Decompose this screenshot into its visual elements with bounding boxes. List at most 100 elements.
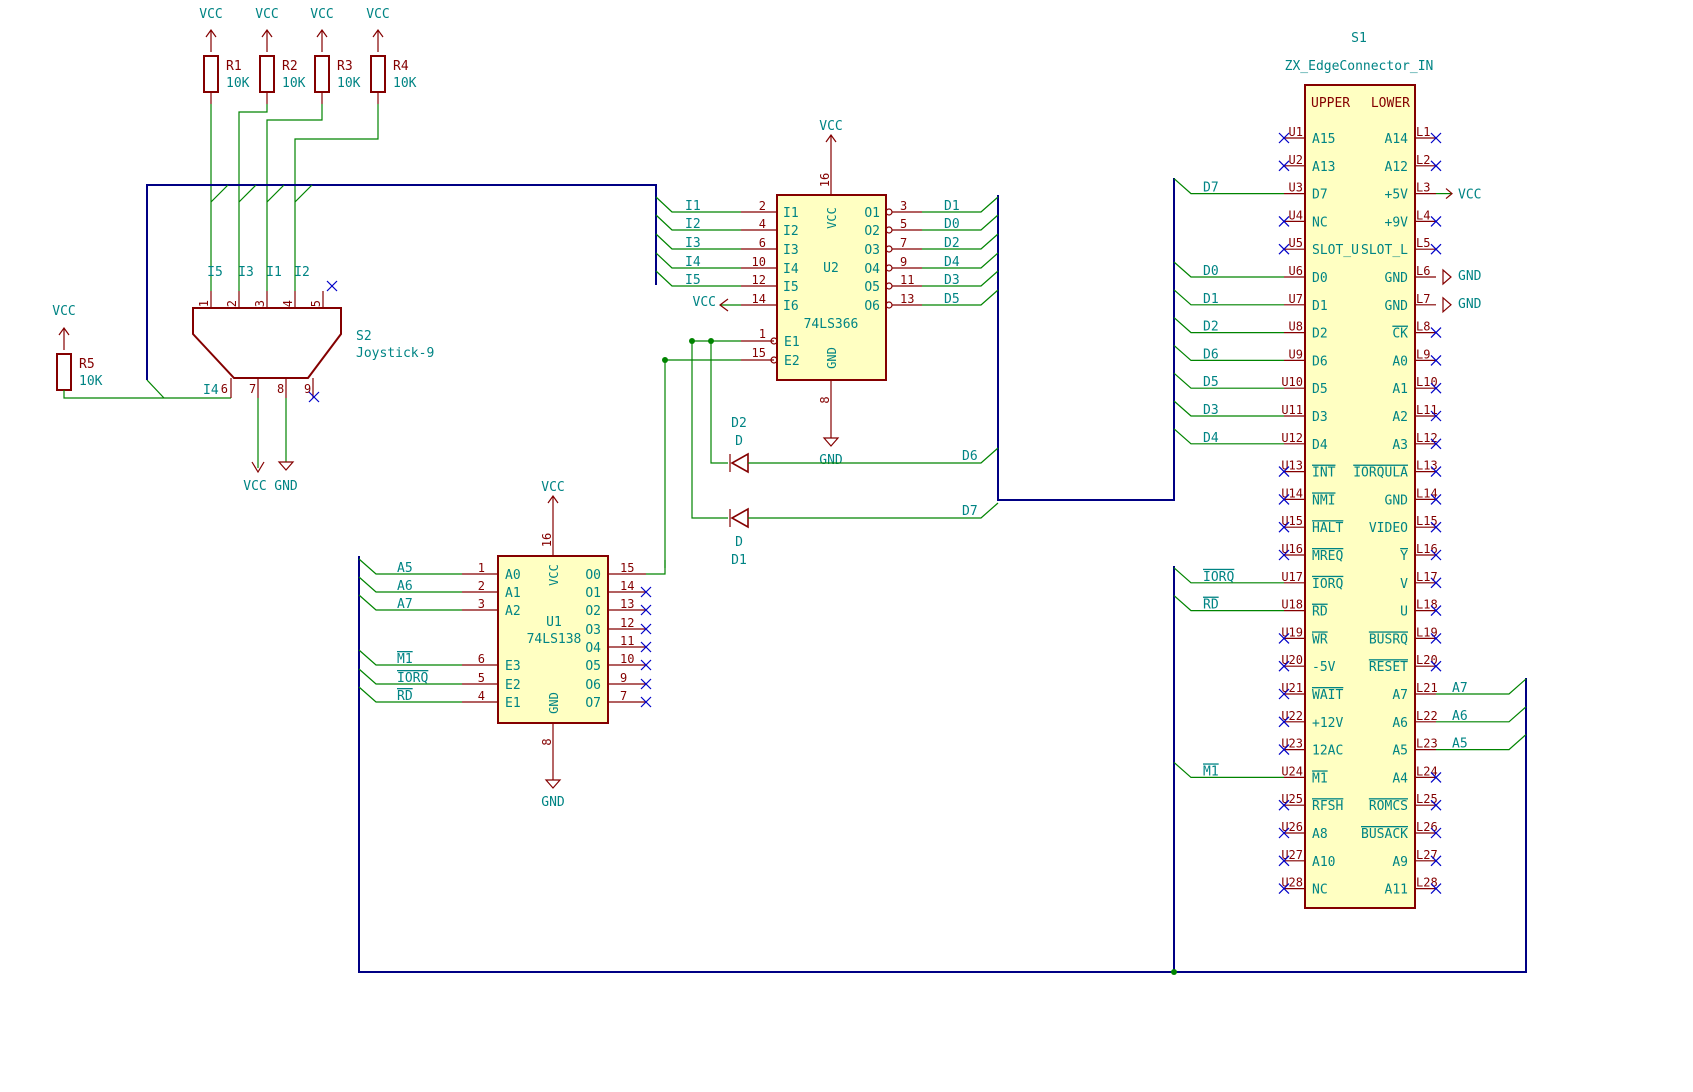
no-connect-marker: [640, 659, 652, 671]
s1-pin-name: A3: [1392, 438, 1408, 453]
gnd-symbol: [544, 779, 562, 789]
s1-pin-number: U2: [1289, 153, 1303, 167]
vcc-label: VCC: [310, 7, 333, 22]
u1-input-wire: [358, 649, 462, 666]
s1-pin-name: A6: [1392, 716, 1408, 731]
u2-pin-number: 5: [900, 217, 907, 231]
s1-pin-name: BUSRQ: [1369, 632, 1408, 647]
s1-pin-name: A13: [1312, 160, 1335, 175]
s1-pin-name: Y: [1400, 549, 1408, 564]
s1-pin-name: +9V: [1385, 215, 1409, 230]
s1-pin-name: ROMCS: [1369, 799, 1408, 814]
s1-pin-number: U11: [1281, 403, 1303, 417]
u2-pin-number: 12: [752, 273, 766, 287]
s1-lower-wire: [1436, 734, 1527, 751]
resistor-ref: R2: [282, 59, 298, 74]
s1-pin-number: L3: [1416, 181, 1430, 195]
s1-pin-name: RFSH: [1312, 799, 1343, 814]
s1-pin-name: VIDEO: [1369, 521, 1408, 536]
no-connect-marker: [1430, 605, 1442, 617]
s1-pin-number: L14: [1416, 486, 1438, 500]
s1-lower-wire: [1436, 706, 1527, 723]
u1-pin-number: 15: [620, 561, 634, 575]
u1-pin-number: 12: [620, 616, 634, 630]
no-connect-marker: [1430, 243, 1442, 255]
s1-pin-name: A0: [1392, 354, 1408, 369]
no-connect-marker: [1278, 799, 1290, 811]
no-connect-marker: [1278, 521, 1290, 533]
u1-pin-name: O7: [585, 696, 601, 711]
net-label: D1: [1203, 292, 1219, 307]
s1-pin-name: A10: [1312, 855, 1335, 870]
s1-pin-name: D3: [1312, 410, 1328, 425]
net-label: RD: [397, 689, 413, 704]
net-label: D5: [944, 292, 960, 307]
junction-dot: [1171, 969, 1177, 975]
u2-pin-number: 6: [759, 236, 766, 250]
no-connect-marker: [1430, 466, 1442, 478]
net-label: I2: [294, 265, 310, 280]
joystick-pin-number: 3: [253, 300, 267, 307]
joystick-value: Joystick-9: [356, 346, 434, 361]
no-connect-marker: [640, 696, 652, 708]
u2-pin-name: I5: [783, 280, 799, 295]
u2-output-wire: [922, 214, 999, 231]
u1-pin-name: O4: [585, 641, 601, 656]
s1-pin-number: U8: [1289, 320, 1303, 334]
no-connect-marker: [1430, 215, 1442, 227]
no-connect-marker: [1430, 577, 1442, 589]
net-label: I5: [685, 273, 701, 288]
u1-pin-number: 8: [540, 738, 554, 745]
s1-upper-wire: [1173, 344, 1284, 361]
no-connect-marker: [1430, 354, 1442, 366]
no-connect-marker: [1430, 660, 1442, 672]
resistor-value: 10K: [282, 76, 306, 91]
s1-pin-name: D7: [1312, 188, 1328, 203]
diode-body: [730, 507, 749, 529]
bus-entry: [266, 184, 285, 203]
s1-pin-number: U5: [1289, 236, 1303, 250]
u1-input-wire: [358, 594, 462, 611]
s1-pin-name: A1: [1392, 382, 1408, 397]
s1-pin-number: L17: [1416, 570, 1438, 584]
u2-gnd-pin-name: GND: [825, 347, 839, 369]
net-label: D6: [962, 449, 978, 464]
u2-pin-name: O4: [864, 262, 880, 277]
inverter-bubble: [770, 356, 778, 364]
net-label: D3: [1203, 403, 1219, 418]
u1-pin-number: 2: [478, 579, 485, 593]
u2-pin-name: I3: [783, 243, 799, 258]
no-connect-marker: [640, 586, 652, 598]
net-label: D1: [944, 199, 960, 214]
s1-pin-name: D2: [1312, 327, 1328, 342]
u2-input-wire: [655, 233, 741, 250]
s1-pin-name: A8: [1312, 827, 1328, 842]
s1-pin-number: U10: [1281, 375, 1303, 389]
u2-output-wire: [922, 252, 999, 269]
u2-pin-number: 4: [759, 217, 766, 231]
u2-pin-name: I2: [783, 224, 799, 239]
s1-pin-number: L4: [1416, 208, 1430, 222]
s1-pin-number: L19: [1416, 625, 1438, 639]
s1-pin-name: CK: [1392, 327, 1408, 342]
s1-pin-name: D0: [1312, 271, 1328, 286]
net-label: I3: [685, 236, 701, 251]
no-connect-marker: [1430, 883, 1442, 895]
u2-pin-number: 1: [759, 327, 766, 341]
net-label: D4: [944, 255, 960, 270]
u1-ref: U1: [546, 615, 562, 630]
net-label: I4: [203, 383, 219, 398]
no-connect-marker: [1278, 716, 1290, 728]
s1-pin-name: GND: [1385, 271, 1409, 286]
u2-vcc-pin-name: VCC: [825, 207, 839, 229]
no-connect-marker: [1430, 632, 1442, 644]
u2-input-wire: [655, 252, 741, 269]
bus-entry: [238, 184, 257, 203]
u1-pin-name: E2: [505, 678, 521, 693]
no-connect-marker: [640, 678, 652, 690]
s1-upper-wire: [1173, 428, 1284, 445]
s1-upper-wire: [1173, 289, 1284, 306]
net-label: A5: [1452, 737, 1468, 752]
u1-pin-number: 4: [478, 689, 485, 703]
gnd-label: GND: [819, 453, 843, 468]
